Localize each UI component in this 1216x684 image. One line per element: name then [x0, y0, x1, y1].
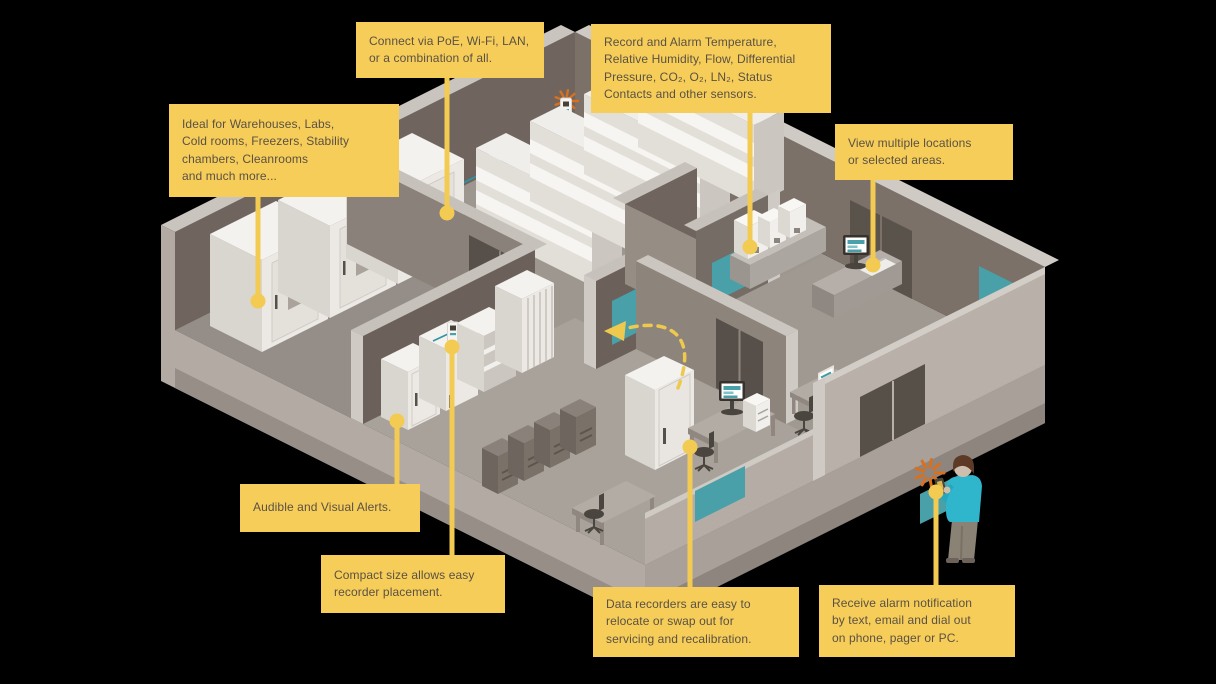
leader-record: [742, 106, 758, 255]
callout-text: Ideal for Warehouses, Labs, Cold rooms, …: [182, 117, 350, 183]
relocate-arrow-icon: [604, 321, 687, 390]
leader-audible: [389, 413, 405, 491]
lab-computer-desk: [688, 381, 775, 472]
front-right-wall: [645, 267, 1045, 565]
lab-desk: [572, 481, 656, 545]
callout-ideal-for: Ideal for Warehouses, Labs, Cold rooms, …: [169, 104, 399, 197]
leader-compact: [444, 339, 460, 562]
leader-lines: [250, 71, 944, 594]
callout-easy-relocate: Data recorders are easy to relocate or s…: [593, 587, 799, 657]
callout-text: Audible and Visual Alerts.: [253, 500, 392, 515]
callout-compact-size: Compact size allows easy recorder placem…: [321, 555, 505, 613]
callout-text: Data recorders are easy to relocate or s…: [606, 597, 752, 646]
leader-ideal: [250, 190, 266, 309]
callout-text: Receive alarm notification by text, emai…: [832, 596, 972, 645]
callout-text: Connect via PoE, Wi-Fi, LAN, or a combin…: [369, 33, 530, 65]
server-boxes: [482, 399, 596, 494]
slatted-cabinet: [495, 270, 554, 373]
lab-cabinets: [381, 270, 554, 430]
callout-text: Compact size allows easy recorder placem…: [334, 567, 475, 599]
incubator: [778, 198, 806, 238]
callout-text: View multiple locations or selected area…: [848, 135, 972, 167]
leader-data: [682, 439, 698, 594]
leader-receive: [928, 484, 944, 592]
callout-alarm-notification: Receive alarm notification by text, emai…: [819, 585, 1015, 657]
callout-text: Record and Alarm Temperature, Relative H…: [604, 35, 796, 101]
person-receiving-alert: [914, 455, 982, 563]
callout-audible-visual: Audible and Visual Alerts.: [240, 484, 420, 532]
shelving-racks: [476, 52, 784, 286]
callout-connectivity: Connect via PoE, Wi-Fi, LAN, or a combin…: [356, 22, 544, 78]
callout-view-locations: View multiple locations or selected area…: [835, 124, 1013, 180]
callout-record-and-alarm: Record and Alarm Temperature, Relative H…: [591, 24, 831, 113]
data-recorder-icon: [447, 321, 459, 343]
leader-connect: [439, 71, 455, 221]
leader-view: [865, 173, 881, 273]
drawer-unit: [743, 393, 770, 432]
